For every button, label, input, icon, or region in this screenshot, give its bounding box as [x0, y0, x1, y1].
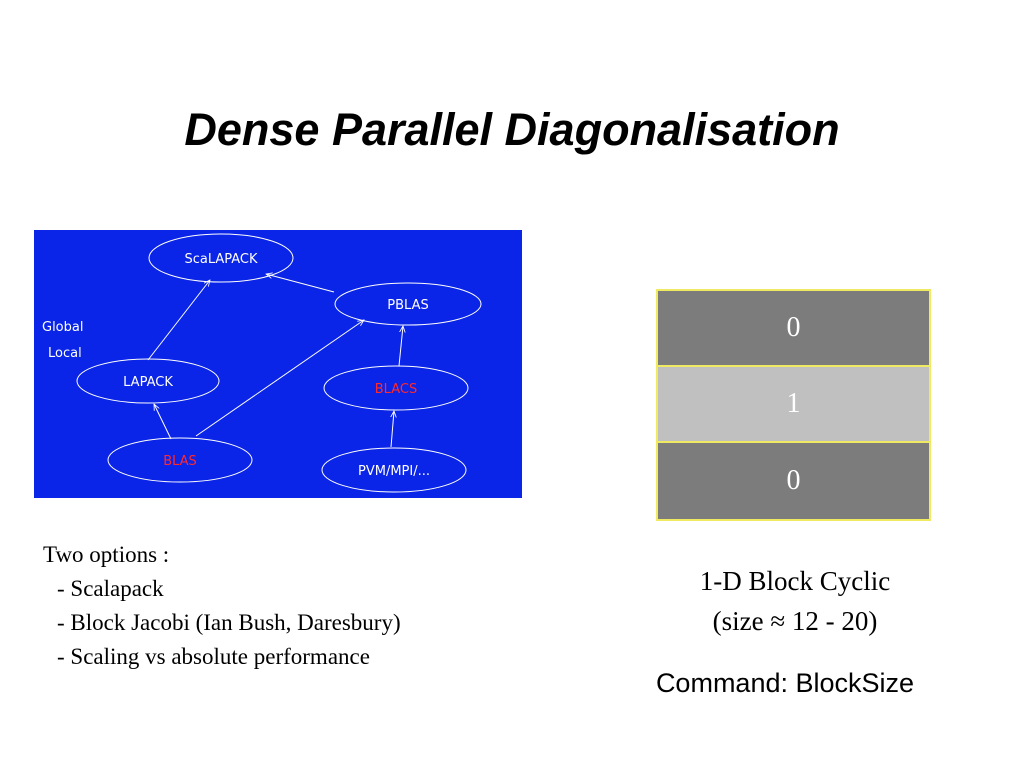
diagram-canvas: ScaLAPACK PBLAS LAPACK BLACS BLAS PVM/MP… [42, 233, 482, 493]
slide-title: Dense Parallel Diagonalisation [184, 104, 840, 155]
library-hierarchy-diagram: ScaLAPACK PBLAS LAPACK BLACS BLAS PVM/MP… [34, 230, 522, 498]
arrow-pvm-to-blacs [391, 411, 394, 448]
node-scalapack: ScaLAPACK [148, 233, 294, 283]
arrow-blas-to-lapack [154, 404, 172, 440]
global-label: Global [42, 320, 83, 335]
options-heading: Two options : [43, 542, 170, 567]
node-blas: BLAS [107, 437, 253, 483]
node-pvm-mpi: PVM/MPI/... [321, 447, 467, 493]
node-pblas-label: PBLAS [387, 298, 428, 313]
node-blacs-label: BLACS [375, 382, 417, 397]
node-blacs: BLACS [323, 365, 469, 411]
block-cyclic-grid: 0 1 0 [656, 289, 931, 521]
grid-cell: 1 [658, 367, 929, 443]
node-pblas: PBLAS [334, 282, 482, 326]
grid-caption: 1-D Block Cyclic (size ≈ 12 - 20) [640, 561, 950, 641]
grid-cell: 0 [658, 291, 929, 367]
node-lapack-label: LAPACK [123, 375, 173, 390]
caption-line-1: 1-D Block Cyclic [699, 566, 891, 596]
grid-cell: 0 [658, 443, 929, 519]
arrow-pblas-to-scalapack [266, 274, 335, 293]
local-label: Local [48, 346, 82, 361]
node-lapack: LAPACK [76, 358, 220, 404]
options-list: Two options : - Scalapack - Block Jacobi… [43, 538, 401, 674]
arrow-blas-to-pblas [195, 320, 364, 437]
node-scalapack-label: ScaLAPACK [184, 252, 258, 267]
option-item: - Scaling vs absolute performance [57, 644, 370, 669]
option-item: - Scalapack [57, 576, 164, 601]
command-text: Command: BlockSize [655, 668, 915, 698]
arrow-lapack-to-scalapack [147, 280, 210, 361]
option-item: - Block Jacobi (Ian Bush, Daresbury) [57, 610, 401, 635]
node-pvm-mpi-label: PVM/MPI/... [358, 464, 430, 479]
caption-line-2: (size ≈ 12 - 20) [712, 606, 878, 636]
arrow-blacs-to-pblas [398, 326, 403, 367]
node-blas-label: BLAS [163, 454, 197, 469]
